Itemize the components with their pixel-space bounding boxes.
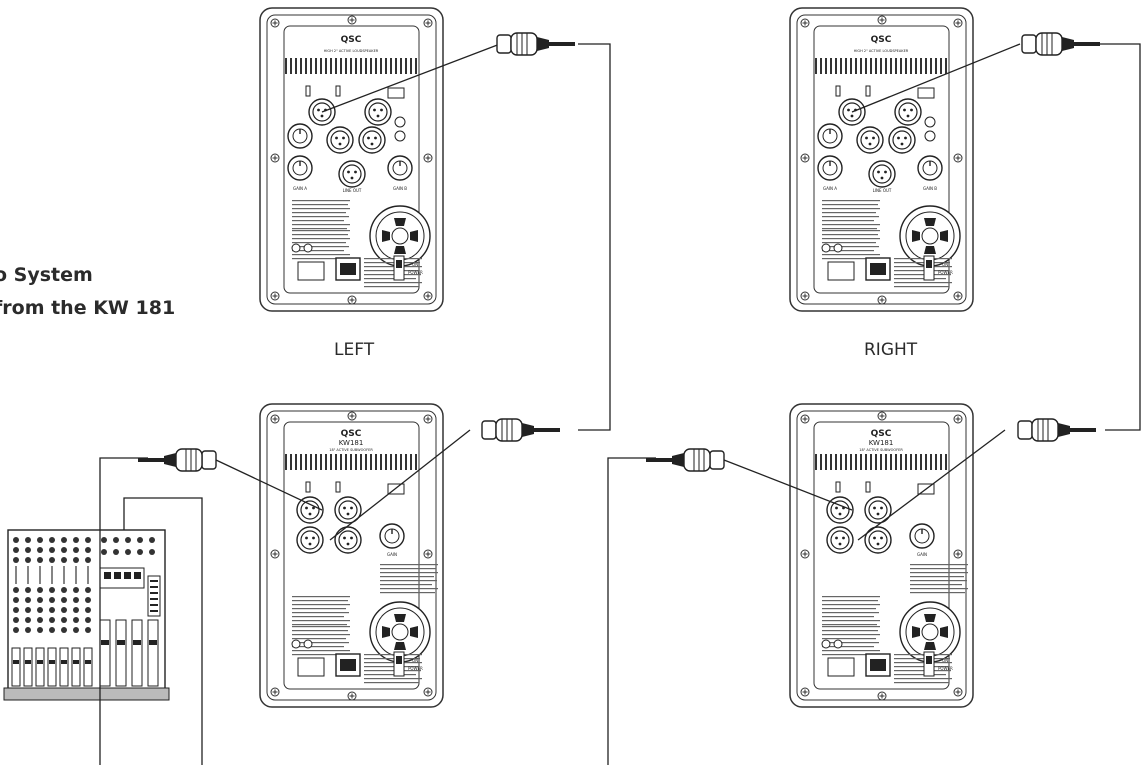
top-left-speaker-panel: QSC HIGH 2" ACTIVE LOUDSPEAKER GAIN A LI…	[259, 7, 444, 312]
xlr-plug-sub-right-out	[1017, 418, 1097, 442]
panel-subtitle: HIGH 2" ACTIVE LOUDSPEAKER	[324, 49, 379, 53]
svg-text:KW181: KW181	[339, 439, 364, 447]
svg-text:POWER: POWER	[938, 666, 953, 671]
svg-text:GAIN: GAIN	[387, 552, 397, 557]
diagram-title-line-2: from the KW 181	[0, 297, 176, 319]
svg-text:LINE OUT: LINE OUT	[343, 188, 362, 193]
svg-text:POWER: POWER	[408, 666, 423, 671]
left-speaker-label: LEFT	[334, 340, 375, 360]
bottom-left-subwoofer-panel: QSC KW181 18" ACTIVE SUBWOOFER GAIN ON P…	[259, 403, 444, 708]
svg-text:GAIN B: GAIN B	[393, 186, 407, 191]
svg-text:ON: ON	[942, 658, 948, 663]
svg-text:GAIN: GAIN	[917, 552, 927, 557]
svg-text:GAIN B: GAIN B	[923, 186, 937, 191]
svg-text:POWER: POWER	[938, 270, 953, 275]
svg-text:HIGH 2" ACTIVE LOUDSPEAKER: HIGH 2" ACTIVE LOUDSPEAKER	[854, 49, 909, 53]
xlr-plug-top-left-in	[496, 32, 576, 56]
xlr-plug-mixer-left	[137, 448, 217, 472]
svg-text:18" ACTIVE SUBWOOFER: 18" ACTIVE SUBWOOFER	[859, 448, 903, 452]
svg-text:18" ACTIVE SUBWOOFER: 18" ACTIVE SUBWOOFER	[329, 448, 373, 452]
mixer-console	[3, 529, 170, 701]
xlr-plug-mixer-right	[645, 448, 725, 472]
svg-text:ON: ON	[942, 262, 948, 267]
bottom-right-subwoofer-panel: QSC KW181 18" ACTIVE SUBWOOFER GAIN ON P…	[789, 403, 974, 708]
svg-text:GAIN A: GAIN A	[823, 186, 837, 191]
signal-cables	[99, 43, 1141, 765]
right-speaker-label: RIGHT	[864, 340, 918, 360]
panel-brand: QSC	[341, 35, 362, 45]
top-right-speaker-panel: QSC HIGH 2" ACTIVE LOUDSPEAKER GAIN A LI…	[789, 7, 974, 312]
svg-text:KW181: KW181	[869, 439, 894, 447]
svg-text:ON: ON	[412, 262, 418, 267]
svg-text:POWER: POWER	[408, 270, 423, 275]
diagram-title-line-1: o System	[0, 264, 93, 286]
svg-text:QSC: QSC	[871, 429, 892, 439]
svg-text:GAIN A: GAIN A	[293, 186, 307, 191]
xlr-plug-sub-left-out	[481, 418, 561, 442]
xlr-plug-top-right-in	[1021, 32, 1101, 56]
svg-text:ON: ON	[412, 658, 418, 663]
svg-text:QSC: QSC	[871, 35, 892, 45]
svg-text:LINE OUT: LINE OUT	[873, 188, 892, 193]
svg-text:QSC: QSC	[341, 429, 362, 439]
